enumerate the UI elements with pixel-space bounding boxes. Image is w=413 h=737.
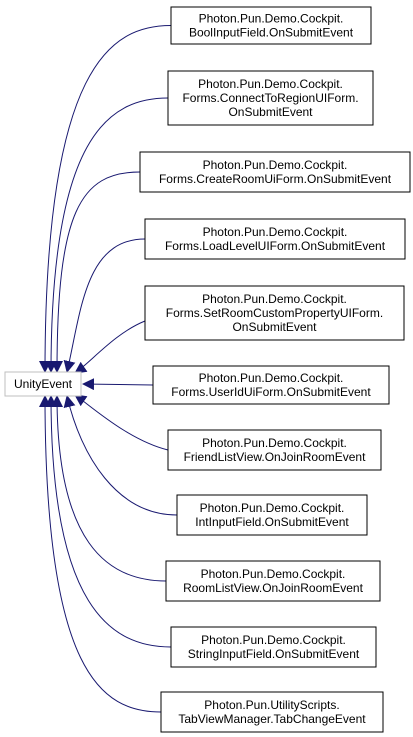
node-box bbox=[144, 285, 405, 341]
node-box bbox=[176, 494, 368, 536]
edge-int-input-field bbox=[63, 395, 178, 516]
node-label-line: IntInputField.OnSubmitEvent bbox=[195, 515, 349, 529]
node-connect-to-region-uiform[interactable]: Photon.Pun.Demo.Cockpit.Forms.ConnectToR… bbox=[167, 70, 374, 126]
node-friend-list-view[interactable]: Photon.Pun.Demo.Cockpit.FriendListView.O… bbox=[167, 429, 382, 471]
edge-friend-list-view bbox=[74, 394, 169, 451]
edge-userid-uiform bbox=[82, 378, 154, 391]
node-label-line: Photon.Pun.Demo.Cockpit. bbox=[203, 158, 348, 172]
node-label-line: RoomListView.OnJoinRoomEvent bbox=[183, 581, 364, 595]
node-label-line: OnSubmitEvent bbox=[228, 105, 313, 119]
node-string-input-field[interactable]: Photon.Pun.Demo.Cockpit.StringInputField… bbox=[170, 626, 377, 668]
node-label-line: Photon.Pun.UtilityScripts. bbox=[204, 698, 339, 712]
node-label-line: Photon.Pun.Demo.Cockpit. bbox=[201, 633, 346, 647]
node-label-line: Photon.Pun.Demo.Cockpit. bbox=[202, 436, 347, 450]
edge-bool-input-field bbox=[39, 25, 172, 373]
node-label-line: Photon.Pun.Demo.Cockpit. bbox=[198, 77, 343, 91]
node-tab-view-manager[interactable]: Photon.Pun.UtilityScripts.TabViewManager… bbox=[160, 691, 384, 733]
node-label-line: Photon.Pun.Demo.Cockpit. bbox=[203, 225, 348, 239]
node-label-line: Forms.ConnectToRegionUIForm. bbox=[182, 91, 358, 105]
node-box bbox=[170, 626, 377, 668]
node-label-line: Forms.CreateRoomUiForm.OnSubmitEvent bbox=[159, 172, 392, 186]
edge-create-room-uiform bbox=[51, 171, 141, 373]
edge-set-room-custom-property-uiform bbox=[74, 320, 146, 374]
node-label-line: Photon.Pun.Demo.Cockpit. bbox=[201, 567, 346, 581]
edge-string-input-field bbox=[45, 395, 172, 648]
node-label-line: StringInputField.OnSubmitEvent bbox=[188, 647, 360, 661]
node-label-line: Forms.UserIdUiForm.OnSubmitEvent bbox=[171, 385, 371, 399]
edges-layer bbox=[39, 25, 178, 713]
root-node-label: UnityEvent bbox=[14, 377, 73, 391]
node-box bbox=[160, 691, 384, 733]
node-box bbox=[144, 218, 406, 260]
node-box bbox=[167, 429, 382, 471]
node-label-line: TabViewManager.TabChangeEvent bbox=[178, 712, 366, 726]
node-label-line: BoolInputField.OnSubmitEvent bbox=[189, 26, 354, 40]
node-create-room-uiform[interactable]: Photon.Pun.Demo.Cockpit.Forms.CreateRoom… bbox=[139, 151, 411, 193]
node-box bbox=[139, 151, 411, 193]
edge-room-list-view bbox=[51, 395, 167, 582]
node-box bbox=[165, 560, 381, 602]
node-label-line: Photon.Pun.Demo.Cockpit. bbox=[199, 371, 344, 385]
node-label-line: OnSubmitEvent bbox=[232, 320, 317, 334]
node-load-level-uiform[interactable]: Photon.Pun.Demo.Cockpit.Forms.LoadLevelU… bbox=[144, 218, 406, 260]
nodes-layer: Photon.Pun.Demo.Cockpit.BoolInputField.O… bbox=[139, 6, 411, 733]
node-box bbox=[170, 6, 372, 45]
edge-connect-to-region-uiform bbox=[45, 97, 169, 373]
node-set-room-custom-property-uiform[interactable]: Photon.Pun.Demo.Cockpit.Forms.SetRoomCus… bbox=[144, 285, 405, 341]
edge-load-level-uiform bbox=[63, 238, 146, 373]
node-int-input-field[interactable]: Photon.Pun.Demo.Cockpit.IntInputField.On… bbox=[176, 494, 368, 536]
node-label-line: Forms.LoadLevelUIForm.OnSubmitEvent bbox=[165, 239, 386, 253]
node-box bbox=[167, 70, 374, 126]
node-label-line: FriendListView.OnJoinRoomEvent bbox=[184, 450, 367, 464]
edge-tab-view-manager bbox=[39, 395, 162, 713]
node-label-line: Photon.Pun.Demo.Cockpit. bbox=[199, 12, 344, 26]
root-node-unityevent[interactable]: UnityEvent bbox=[4, 371, 82, 397]
node-room-list-view[interactable]: Photon.Pun.Demo.Cockpit.RoomListView.OnJ… bbox=[165, 560, 381, 602]
node-label-line: Photon.Pun.Demo.Cockpit. bbox=[200, 501, 345, 515]
node-box bbox=[152, 365, 390, 405]
node-label-line: Forms.SetRoomCustomPropertyUIForm. bbox=[166, 306, 383, 320]
node-bool-input-field[interactable]: Photon.Pun.Demo.Cockpit.BoolInputField.O… bbox=[170, 6, 372, 45]
node-label-line: Photon.Pun.Demo.Cockpit. bbox=[202, 292, 347, 306]
node-userid-uiform[interactable]: Photon.Pun.Demo.Cockpit.Forms.UserIdUiFo… bbox=[152, 365, 390, 405]
